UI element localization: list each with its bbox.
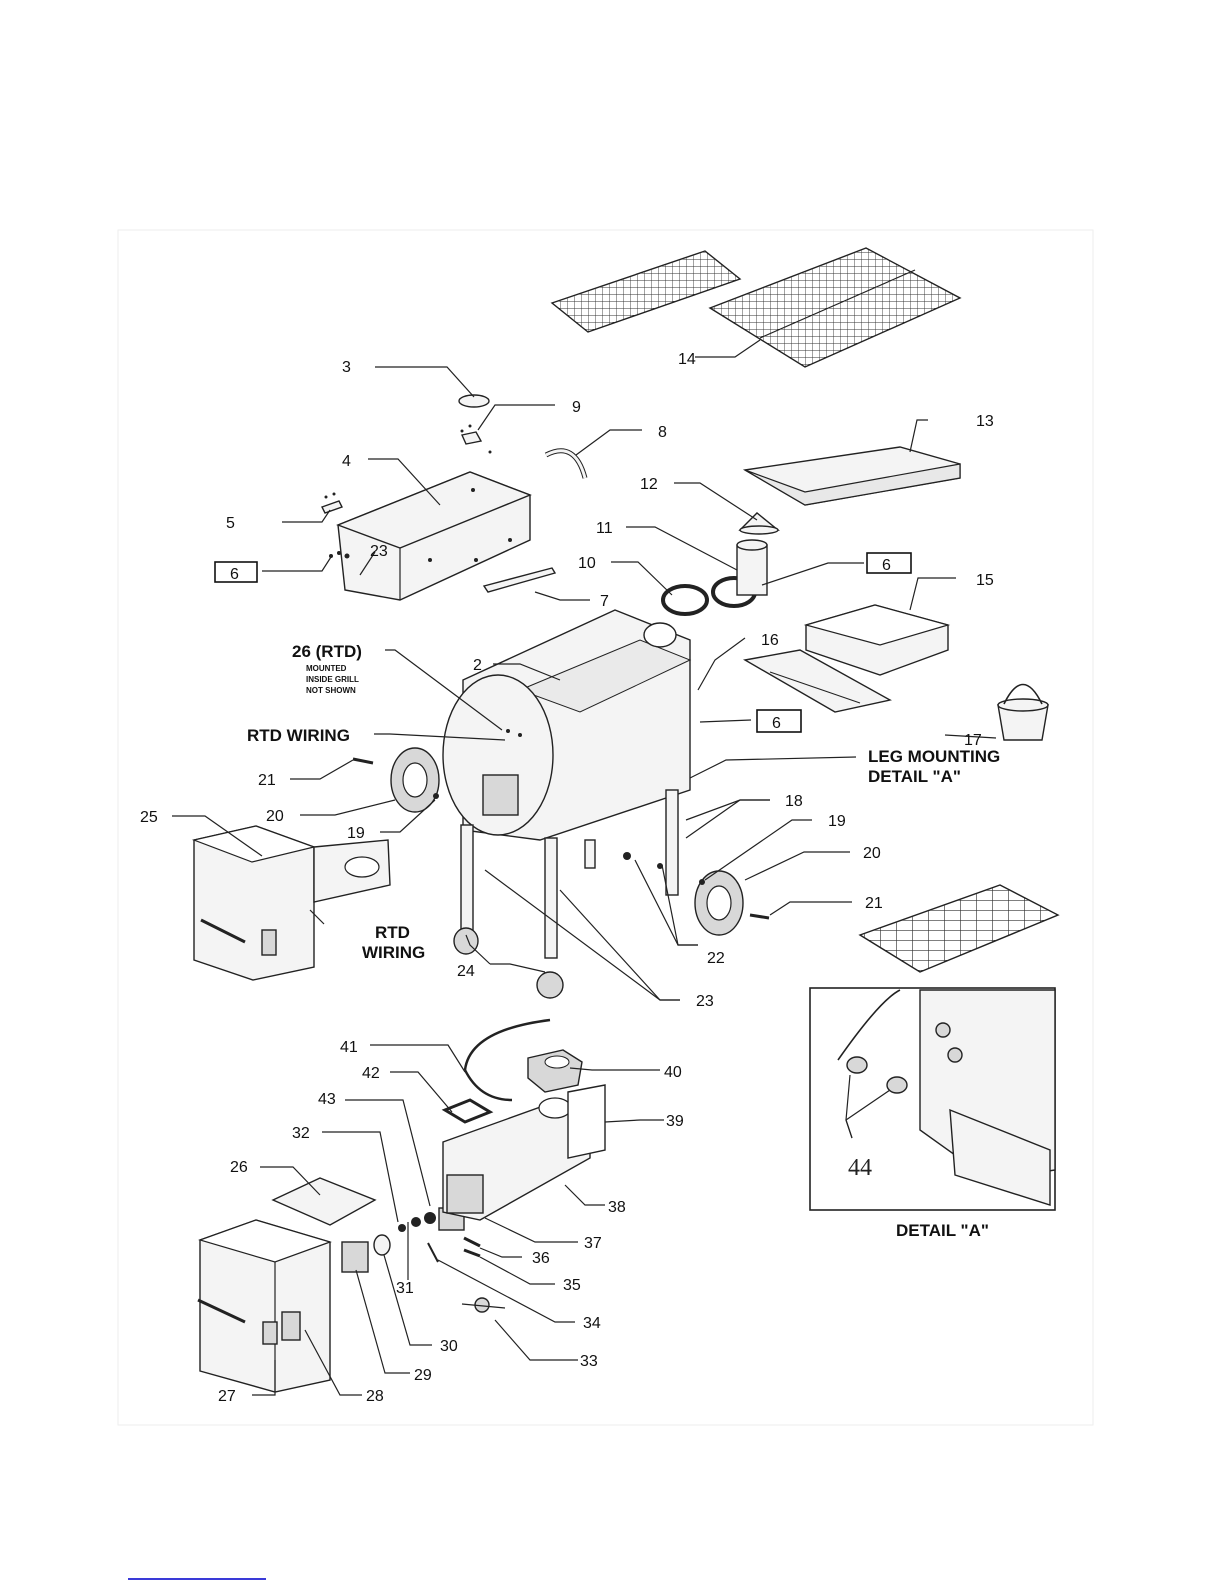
callout-15: 15 [976,572,994,589]
callout-25: 25 [140,809,158,826]
auger-motor [342,1242,368,1272]
callout-8: 8 [658,424,667,441]
callout-29: 29 [414,1367,432,1384]
lid-handle-bar [484,568,555,592]
callout-34: 34 [583,1315,601,1332]
rtd-wiring-label-2b: WIRING [362,943,425,962]
callout-41: 41 [340,1039,358,1056]
callout-44: 44 [848,1155,872,1181]
motor-bushing [374,1235,390,1255]
hopper-assembly [194,826,390,980]
callout-6-right: 6 [882,557,891,574]
chimney-pipe [737,540,767,595]
callout-33: 33 [580,1353,598,1370]
callout-16: 16 [761,632,779,649]
axle-right [750,915,769,918]
callout-21-right: 21 [865,895,883,912]
leg-mounting-label: LEG MOUNTING [868,747,1000,766]
callout-21-left: 21 [258,772,276,789]
callout-14: 14 [678,351,696,368]
callout-37: 37 [584,1235,602,1252]
callout-42: 42 [362,1065,380,1082]
callout-27: 27 [218,1388,236,1405]
fan-bracket [462,1298,505,1312]
hopper-lid-plate [273,1178,375,1225]
callout-22: 22 [707,950,725,967]
callout-36: 36 [532,1250,550,1267]
callout-11: 11 [596,520,613,537]
page-link-underline[interactable] [128,1578,266,1580]
callout-19-right: 19 [828,813,846,830]
callout-23-legs: 23 [696,993,714,1010]
detail-a-caption: DETAIL "A" [896,1221,989,1240]
callout-39: 39 [666,1113,684,1130]
callout-31: 31 [396,1280,414,1297]
firepot [528,1050,582,1092]
small-grate [552,251,740,332]
callout-35: 35 [563,1277,581,1294]
callout-24: 24 [457,963,475,980]
axle-left [353,759,373,763]
callout-20-right: 20 [863,845,881,862]
callout-6-center: 6 [772,715,781,732]
detail-a-inset [810,988,1055,1210]
callout-43: 43 [318,1091,336,1108]
callout-4: 4 [342,453,351,470]
lower-hopper-box [198,1220,330,1392]
rtd-wiring-label-2a: RTD [375,923,410,942]
rtd-note-title: 26 (RTD) [292,642,362,661]
callout-9: 9 [572,399,581,416]
stack-bracket [461,425,492,454]
callout-19-left: 19 [347,825,365,842]
callout-18: 18 [785,793,803,810]
leg-mounting-detail: DETAIL "A" [868,767,961,786]
callout-6-left: 6 [230,566,239,583]
lid-handle-clip [322,493,342,514]
callout-7: 7 [600,593,609,610]
callout-10: 10 [578,555,596,572]
detail-grate [860,885,1058,972]
rtd-wiring-label: RTD WIRING [247,726,350,745]
front-shelf [745,447,960,505]
bolts [464,1238,480,1256]
callout-32: 32 [292,1125,310,1142]
callout-28: 28 [366,1388,384,1405]
grease-bucket [998,685,1048,741]
callout-40: 40 [664,1064,682,1081]
callout-3: 3 [342,359,351,376]
callout-26-plate: 26 [230,1159,248,1176]
callout-30: 30 [440,1338,458,1355]
callout-20-left: 20 [266,808,284,825]
callout-23-lid: 23 [370,543,388,560]
callout-38: 38 [608,1199,626,1216]
callout-2: 2 [473,657,482,674]
rtd-note-line1: MOUNTED [306,664,347,673]
main-barrel [443,610,690,840]
rtd-note-line2: INSIDE GRILL [306,675,359,684]
callout-13: 13 [976,413,994,430]
lid-hinge-bracket [546,451,585,478]
ignitor-rod [428,1243,438,1262]
chimney-cap [740,513,778,534]
callout-5: 5 [226,515,235,532]
callout-12: 12 [640,476,658,493]
rtd-note-line3: NOT SHOWN [306,686,356,695]
